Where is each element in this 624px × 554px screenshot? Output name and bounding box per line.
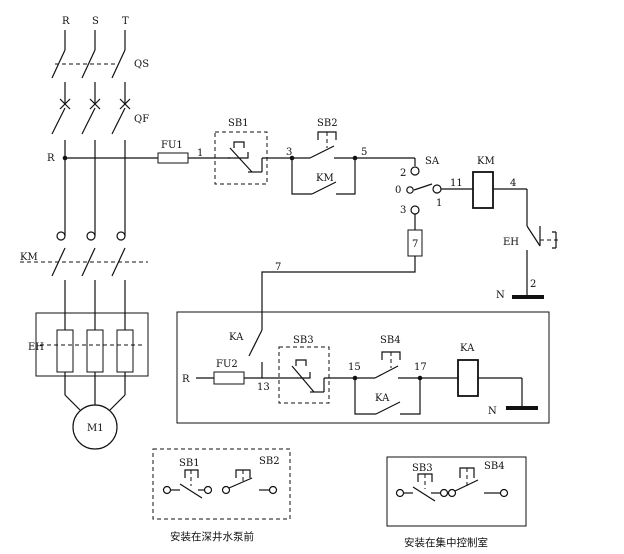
legend-right: SB3 SB4 安装在集中控制室 [386,456,527,549]
legend-left: SB1 SB2 安装在深井水泵前 [152,448,291,543]
ka-contact-label: KA [229,332,244,343]
phase-label-r: R [62,16,70,27]
fuse-fu1 [157,152,189,164]
neutral-bar-1 [512,295,544,299]
node-11: 11 [450,178,463,189]
sb4-label: SB4 [380,335,401,346]
node-7-wire-label: 7 [275,262,281,273]
r-ctrl-label: R [182,374,190,385]
node-17: 17 [414,362,427,373]
motor-label: M1 [87,423,104,434]
km-coil [472,171,494,209]
sb3-label: SB3 [293,335,314,346]
km-coil-label: KM [477,156,495,167]
km-hold-label: KM [316,173,334,184]
control-circuit-2: KA R FU2 13 SB3 15 SB4 17 KA [176,311,550,424]
sa-node-1: 1 [436,198,442,209]
sa-node-3: 3 [400,205,406,216]
node-4: 4 [510,178,516,189]
legend-left-box [152,448,291,520]
power-circuit: R S T [20,16,149,450]
qf-label: QF [134,114,149,125]
qs-label: QS [134,59,149,70]
sa-node-0: 0 [395,185,401,196]
neutral-label-2: N [488,406,497,417]
legend-right-box [386,456,527,527]
node-3: 3 [286,147,292,158]
eh-main-label: EH [28,342,44,353]
neutral-bar-2 [506,406,538,410]
node-2: 2 [530,279,536,290]
eh-enclosure [35,312,149,377]
sa-node-2: 2 [400,168,406,179]
sb1-label: SB1 [228,118,249,129]
sa-terminal-2 [410,166,420,176]
sb3-enclosure [278,346,330,404]
fuse-fu2 [213,371,245,385]
phase-line-s [81,30,104,405]
r-main-label: R [47,153,55,164]
node-15: 15 [348,362,361,373]
legend-right-caption: 安装在集中控制室 [404,536,488,549]
fu1-label: FU1 [161,140,183,151]
sa-common [432,184,442,194]
phase-line-t [109,30,134,411]
legend-left-caption: 安装在深井水泵前 [170,530,254,543]
remote-control-box [176,311,550,424]
control-circuit-1: R FU1 1 SB1 3 SB2 5 KM 2 [47,118,558,330]
node-7-box-label: 7 [412,239,418,250]
legend-sb2-label: SB2 [259,456,280,467]
fu2-label: FU2 [216,359,238,370]
phase-line-r [51,30,81,411]
sa-label: SA [425,156,440,167]
legend-sb3-label: SB3 [412,463,433,474]
legend-sb4-label: SB4 [484,461,505,472]
ka-coil [457,359,479,397]
node-5: 5 [361,147,367,158]
phase-label-s: S [92,16,99,27]
motor-m1 [72,404,118,450]
node-13: 13 [257,382,270,393]
sa-terminal-3 [410,205,420,215]
km-main-label: KM [20,252,38,263]
ka-coil-label: KA [460,343,475,354]
sb2-label: SB2 [317,118,338,129]
legend-sb1-label: SB1 [179,458,200,469]
neutral-label-1: N [496,290,505,301]
eh-label: EH [503,237,519,248]
ka-hold-label: KA [375,393,390,404]
node-1: 1 [197,148,203,159]
phase-label-t: T [122,16,129,27]
